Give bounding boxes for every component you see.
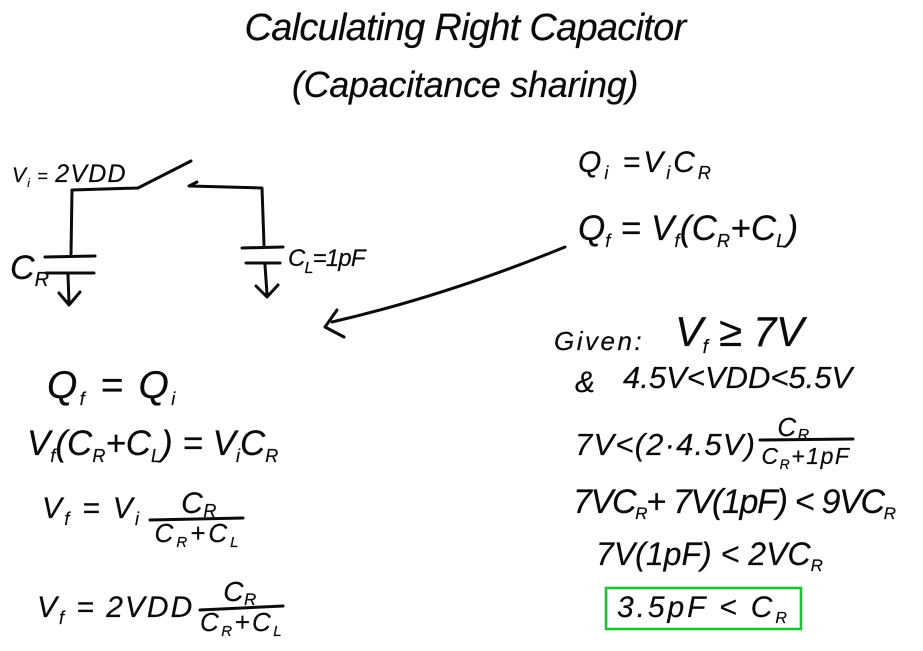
svg-text:CR+CL: CR+CL xyxy=(155,518,242,551)
svg-text:Qf = Qi: Qf = Qi xyxy=(47,364,178,409)
svg-text:7V(1pF) < 2VCR: 7V(1pF) < 2VCR xyxy=(596,536,823,575)
svg-text:Given:: Given: xyxy=(554,326,644,356)
svg-text:Vi = 2VDD: Vi = 2VDD xyxy=(12,160,127,190)
svg-text:(Capacitance sharing): (Capacitance sharing) xyxy=(292,64,638,105)
svg-text:&: & xyxy=(575,366,595,399)
svg-text:CR: CR xyxy=(223,576,257,609)
svg-text:Qi =ViCR: Qi =ViCR xyxy=(578,146,714,183)
svg-text:CR+1pF: CR+1pF xyxy=(762,443,851,472)
svg-text:CL=1pF: CL=1pF xyxy=(288,245,367,277)
svg-text:Vf ≥ 7V: Vf ≥ 7V xyxy=(675,308,808,358)
svg-text:Vf = Vi: Vf = Vi xyxy=(42,492,141,529)
svg-text:CR+CL: CR+CL xyxy=(200,607,284,640)
svg-text:3.5pF < CR: 3.5pF < CR xyxy=(617,591,790,627)
svg-text:7V<(2·4.5V): 7V<(2·4.5V) xyxy=(575,427,756,462)
svg-text:4.5V<VDD<5.5V: 4.5V<VDD<5.5V xyxy=(623,360,856,395)
svg-text:Qf = Vf(CR+CL): Qf = Vf(CR+CL) xyxy=(578,209,798,251)
svg-text:7VCR+ 7V(1pF) < 9VCR: 7VCR+ 7V(1pF) < 9VCR xyxy=(573,483,896,523)
svg-text:Calculating Right Capacitor: Calculating Right Capacitor xyxy=(244,7,687,49)
